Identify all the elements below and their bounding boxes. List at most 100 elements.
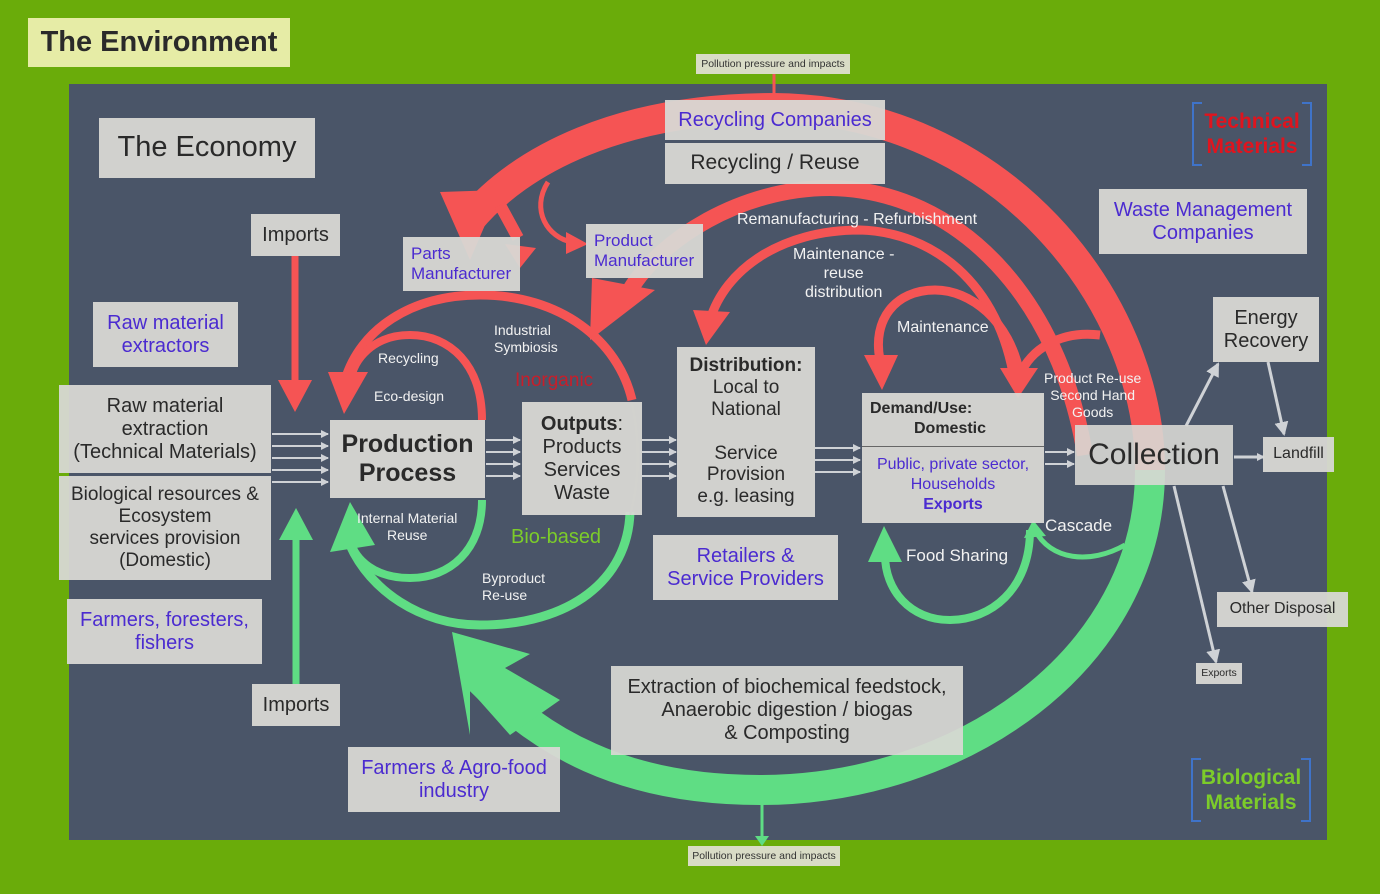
retailers-box: Retailers & Service Providers xyxy=(653,535,838,600)
energy-recovery-box: Energy Recovery xyxy=(1213,297,1319,362)
farmers-foresters-box: Farmers, foresters, fishers xyxy=(67,599,262,664)
raw-extraction-line1: Raw material xyxy=(106,394,224,417)
internal-material-reuse-label: Internal Material Reuse xyxy=(357,510,457,544)
raw-extraction-line2: extraction xyxy=(121,417,209,440)
bio-resources-line2: Ecosystem xyxy=(118,506,212,528)
raw-extractors-line1: Raw material xyxy=(107,311,224,334)
outputs-heading-row: Outputs: xyxy=(541,413,623,436)
bio-extraction-box: Extraction of biochemical feedstock, Ana… xyxy=(611,666,963,755)
food-sharing-label: Food Sharing xyxy=(906,546,1009,565)
production-process-box: Production Process xyxy=(330,420,485,498)
environment-title: The Environment xyxy=(28,18,290,67)
raw-material-extractors-box: Raw material extractors xyxy=(93,302,238,367)
biological-outer-loop xyxy=(469,469,1165,806)
bio-extraction-line2: Anaerobic digestion / biogas xyxy=(661,699,913,721)
demand-actors-line2: Households xyxy=(910,476,996,493)
bio-based-label: Bio-based xyxy=(511,526,602,548)
farmers-foresters-line2: fishers xyxy=(135,631,194,654)
demand-use-box: Demand/Use: Domestic Public, private sec… xyxy=(862,393,1044,523)
retailers-line2: Service Providers xyxy=(667,567,824,590)
recycling-eco-design-arc xyxy=(346,330,486,421)
pollution-bottom-label: Pollution pressure and impacts xyxy=(688,846,840,866)
remanufacturing-label: Remanufacturing - Refurbishment xyxy=(737,211,978,228)
technical-legend-line2: Materials xyxy=(1206,135,1298,158)
distribution-line2: National xyxy=(711,398,781,420)
parts-manufacturer-line1: Parts xyxy=(411,244,451,264)
bio-resources-line1: Biological resources & xyxy=(71,484,259,506)
waste-management-box: Waste Management Companies xyxy=(1099,189,1307,254)
economy-title: The Economy xyxy=(99,118,315,178)
internal-reuse-line1: Internal Material xyxy=(357,510,458,526)
farmers-foresters-line1: Farmers, foresters, xyxy=(80,608,249,631)
byproduct-reuse-arc xyxy=(345,511,635,630)
distribution-line4: Service xyxy=(714,442,778,464)
bio-inner-arrowhead xyxy=(330,502,375,552)
bio-extraction-line3: & Composting xyxy=(724,722,850,744)
industrial-symbiosis-label: Industrial Symbiosis xyxy=(494,322,558,356)
outputs-heading: Outputs xyxy=(540,412,618,435)
industrial-symbiosis-line2: Symbiosis xyxy=(494,338,558,355)
industrial-symbiosis-line1: Industrial xyxy=(494,322,551,338)
inorganic-label: Inorganic xyxy=(515,370,594,391)
byproduct-reuse-label: Byproduct Re-use xyxy=(482,570,545,604)
biological-materials-legend: Biological Materials xyxy=(1191,758,1311,822)
energy-recovery-line2: Recovery xyxy=(1223,329,1309,352)
demand-actors: Public, private sector, Households Expor… xyxy=(877,447,1029,515)
other-disposal-box: Other Disposal xyxy=(1217,592,1348,627)
biological-outer-arrowhead xyxy=(452,632,560,735)
outputs-line2: Services xyxy=(543,458,621,481)
internal-reuse-arc xyxy=(346,499,486,583)
farmers-agro-line1: Farmers & Agro-food xyxy=(361,756,547,779)
product-manufacturer-line1: Product xyxy=(594,231,653,251)
maintenance-reuse-loop xyxy=(705,225,1020,386)
landfill-box: Landfill xyxy=(1263,437,1334,472)
byproduct-reuse-line2: Re-use xyxy=(482,586,528,603)
product-reuse-arrowhead xyxy=(1000,368,1038,398)
product-manufacturer-box: Product Manufacturer xyxy=(586,224,703,278)
maintenance-loop xyxy=(874,285,1025,376)
biological-resources-box: Biological resources & Ecosystem service… xyxy=(59,476,271,580)
raw-extraction-line3: (Technical Materials) xyxy=(73,440,257,463)
waste-management-line2: Companies xyxy=(1152,221,1254,244)
cascade-label: Cascade xyxy=(1045,516,1113,535)
raw-material-extraction-box: Raw material extraction (Technical Mater… xyxy=(59,385,271,473)
product-reuse-label: Product Re-use Second Hand Goods xyxy=(1044,370,1141,420)
food-sharing-loop xyxy=(881,529,1034,625)
distribution-line5: Provision xyxy=(706,464,786,486)
outputs-colon: : xyxy=(617,412,624,435)
maintenance-reuse-label: Maintenance - reuse distribution xyxy=(793,245,894,303)
imports-top-box: Imports xyxy=(251,214,340,256)
exports-small-box: Exports xyxy=(1196,663,1242,684)
distribution-line6: e.g. leasing xyxy=(697,486,795,508)
production-line2: Process xyxy=(358,459,457,487)
product-reuse-line1: Product Re-use xyxy=(1044,370,1142,386)
demand-header: Demand/Use: Domestic xyxy=(862,393,1044,447)
recycling-companies-box: Recycling Companies xyxy=(665,100,885,140)
technical-legend-line1: Technical xyxy=(1204,109,1300,133)
recycling-reuse-box: Recycling / Reuse xyxy=(665,143,885,184)
technical-parts-spur xyxy=(494,202,524,241)
outputs-box: Outputs: Products Services Waste xyxy=(522,402,642,515)
internal-reuse-line2: Reuse xyxy=(386,526,428,543)
collection-outflow-arrows xyxy=(1172,361,1289,664)
outputs-line3: Waste xyxy=(554,481,610,504)
technical-materials-legend: Technical Materials xyxy=(1192,102,1312,166)
demand-to-collection-arrows xyxy=(1045,448,1075,468)
cascade-arc xyxy=(1032,528,1127,560)
maintenance-reuse-line3: distribution xyxy=(805,284,883,302)
biological-legend-line2: Materials xyxy=(1205,791,1297,814)
retailers-line1: Retailers & xyxy=(696,544,795,567)
distribution-line1: Local to xyxy=(712,376,780,398)
distribution-to-demand-arrows xyxy=(815,444,861,476)
product-reuse-line3: Goods xyxy=(1072,403,1114,420)
product-manufacturer-line2: Manufacturer xyxy=(594,251,695,270)
recycling-to-product-curve xyxy=(538,180,573,245)
collection-box: Collection xyxy=(1075,425,1233,485)
demand-heading: Demand/Use: xyxy=(870,400,973,417)
energy-recovery-line1: Energy xyxy=(1234,306,1298,329)
maintenance-reuse-line2: reuse xyxy=(823,265,864,283)
imports-bottom-arrowhead xyxy=(279,508,313,540)
industrial-symbiosis-arc xyxy=(340,290,637,402)
food-sharing-arrowhead xyxy=(868,526,902,562)
farmers-agro-line2: industry xyxy=(418,779,490,802)
